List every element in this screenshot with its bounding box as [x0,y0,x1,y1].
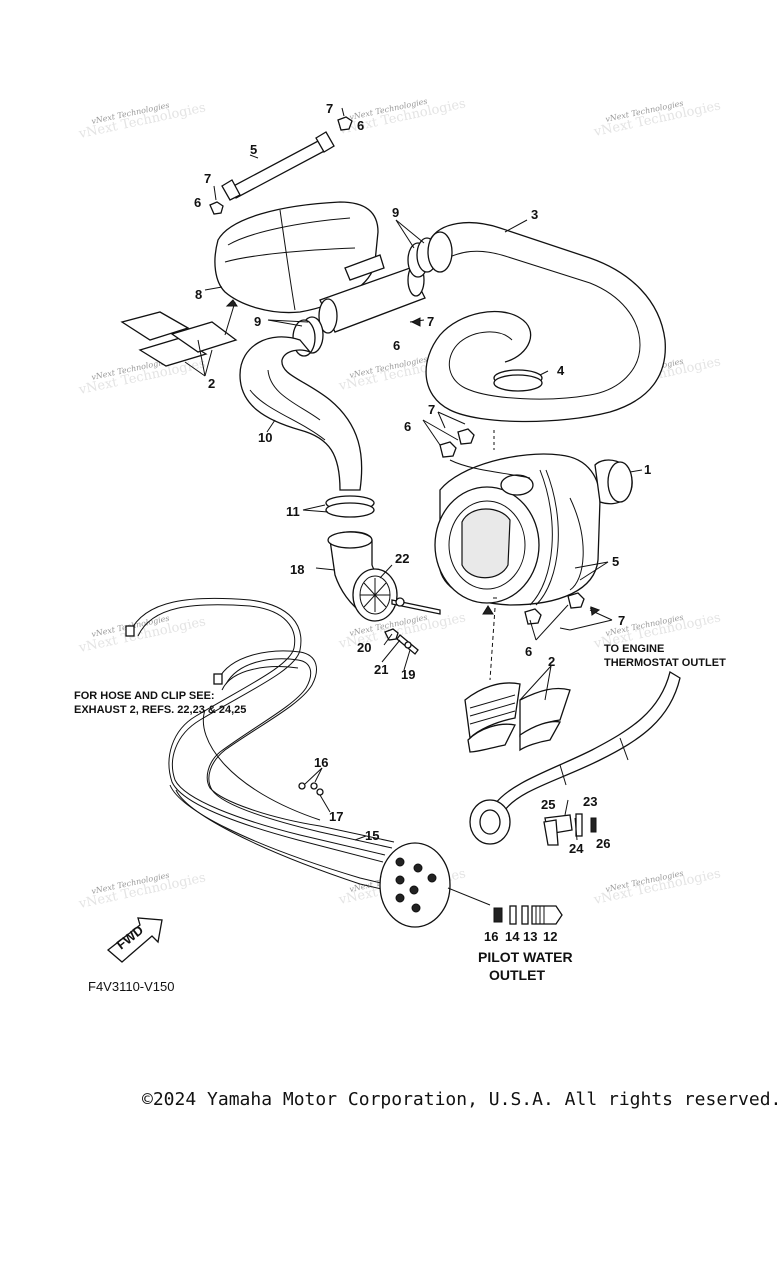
callout-21: 21 [374,662,388,677]
arrowheads [225,299,601,616]
callout-22: 22 [395,551,409,566]
callout-9: 9 [254,314,261,329]
watermark-group: vNext Technologies vNext Technologies vN… [77,96,722,912]
callout-3: 3 [531,207,538,222]
callout-23: 23 [583,794,597,809]
part-8-airbox-cover [214,201,379,314]
callout-24: 24 [569,841,584,856]
callout-2: 2 [208,376,215,391]
note-pilot-line1: PILOT WATER [478,949,573,965]
callout-6: 6 [393,338,400,353]
callout-6: 6 [357,118,364,133]
callout-labels: 7 6 5 7 6 9 3 8 9 7 6 4 2 7 6 10 1 11 22… [194,101,651,944]
callout-7: 7 [618,613,625,628]
callout-13: 13 [523,929,537,944]
part-5-strap-top [221,131,335,201]
callout-7: 7 [428,402,435,417]
part-2-pads-left [120,311,238,367]
notes: FOR HOSE AND CLIP SEE: EXHAUST 2, REFS. … [74,643,726,994]
thermostat-hose [469,670,681,845]
callout-25: 25 [541,797,555,812]
note-engine-line2: THERMOSTAT OUTLET [604,657,726,669]
callout-7: 7 [204,171,211,186]
part-10-elbow-duct [239,336,363,491]
callout-5: 5 [612,554,619,569]
clamps-16-17 [298,782,324,796]
fwd-arrow: FWD [106,917,163,963]
fittings-23-26 [543,813,597,846]
callout-4: 4 [557,363,565,378]
callout-1: 1 [644,462,651,477]
callout-20: 20 [357,640,371,655]
note-engine-line1: TO ENGINE [604,643,664,655]
clip-group-top [209,107,353,215]
part-5-strap-lower [529,469,584,606]
callout-19: 19 [401,667,415,682]
diagram-code: F4V3110-V150 [88,979,175,994]
part-15-water-tubes [125,597,395,891]
part-4-clamp [493,369,543,392]
part-22-flame-arrester [352,568,398,622]
callout-26: 26 [596,836,610,851]
callout-10: 10 [258,430,272,445]
callout-17: 17 [329,809,343,824]
callout-9: 9 [392,205,399,220]
callout-6: 6 [194,195,201,210]
callout-6: 6 [525,644,532,659]
part-1-filter-housing [434,453,633,606]
callout-14: 14 [505,929,520,944]
callout-2: 2 [548,654,555,669]
callout-16: 16 [314,755,328,770]
part-11-clamps [325,495,375,518]
callout-18: 18 [290,562,304,577]
callout-16: 16 [484,929,498,944]
callout-8: 8 [195,287,202,302]
detail-circle [379,842,491,928]
callout-12: 12 [543,929,557,944]
callout-11: 11 [286,504,300,519]
pilot-outlet-fittings [493,905,563,925]
note-hose-clip-line2: EXHAUST 2, REFS. 22,23 & 24,25 [74,704,246,716]
callout-7: 7 [427,314,434,329]
bolts-20-21-19 [384,597,441,655]
part-3-loop-duct [425,222,666,423]
note-hose-clip-line1: FOR HOSE AND CLIP SEE: [74,690,215,702]
note-pilot-line2: OUTLET [489,967,545,983]
callout-6: 6 [404,419,411,434]
callout-15: 15 [365,828,379,843]
part-2-pads-lower [464,682,571,753]
copyright-notice: ©2024 Yamaha Motor Corporation, U.S.A. A… [142,1089,781,1110]
clip-group-filter-top [439,428,531,479]
callout-5: 5 [250,142,257,157]
callout-7: 7 [326,101,333,116]
